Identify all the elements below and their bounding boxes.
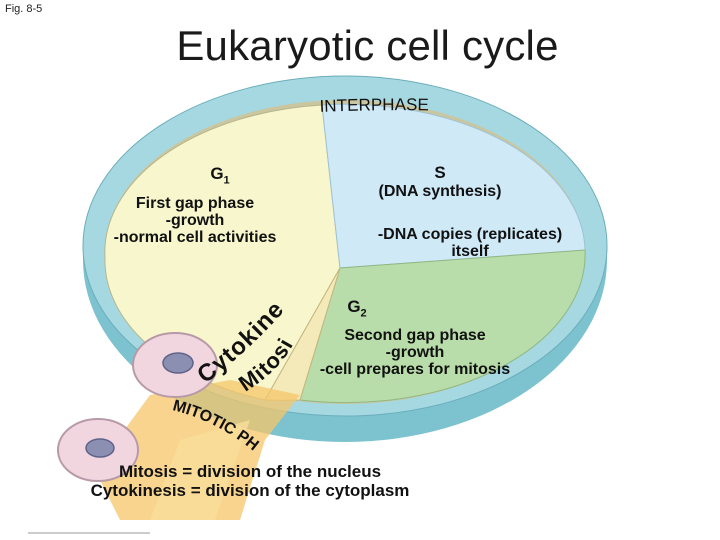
g1-label-text: G <box>210 164 224 183</box>
caption: Mitosis = division of the nucleus Cytoki… <box>40 462 460 500</box>
s-sector <box>321 103 586 269</box>
g1-label: G1 <box>190 165 250 187</box>
interphase-label: INTERPHASE <box>319 95 429 116</box>
g2-sector <box>299 249 586 404</box>
caption-line-mitosis: Mitosis = division of the nucleus <box>118 462 382 481</box>
mitotic-phase-arrow-inner <box>150 420 250 520</box>
g1-desc-line: -normal cell activities <box>113 228 277 246</box>
g2-desc-line: -growth <box>385 343 445 361</box>
g2-desc-line: Second gap phase <box>344 327 486 344</box>
s-desc-line: -DNA copies (replicates) <box>377 226 563 243</box>
dividing-cell-bottom <box>57 418 139 482</box>
s-paren-desc: (DNA synthesis) <box>378 183 502 200</box>
g1-desc-line: -growth <box>165 211 225 229</box>
s-label: S <box>434 163 446 182</box>
g2-label: G2 <box>332 298 382 320</box>
g2-subscript: 2 <box>360 307 367 320</box>
page-title: Eukaryotic cell cycle <box>176 22 559 69</box>
dividing-cell-top <box>132 332 218 398</box>
figure-label: Fig. 8-5 <box>5 3 43 15</box>
g2-label-text: G <box>347 297 361 316</box>
g2-description: Second gap phase -growth -cell prepares … <box>300 327 530 378</box>
g1-desc-line: First gap phase <box>135 195 255 212</box>
s-description: -DNA copies (replicates) itself <box>355 226 585 261</box>
g1-subscript: 1 <box>223 174 230 187</box>
s-desc-line: itself <box>451 242 489 260</box>
g1-description: First gap phase -growth -normal cell act… <box>90 195 300 246</box>
g2-desc-line: -cell prepares for mitosis <box>319 360 511 378</box>
caption-line-cytokinesis: Cytokinesis = division of the cytoplasm <box>90 480 410 500</box>
